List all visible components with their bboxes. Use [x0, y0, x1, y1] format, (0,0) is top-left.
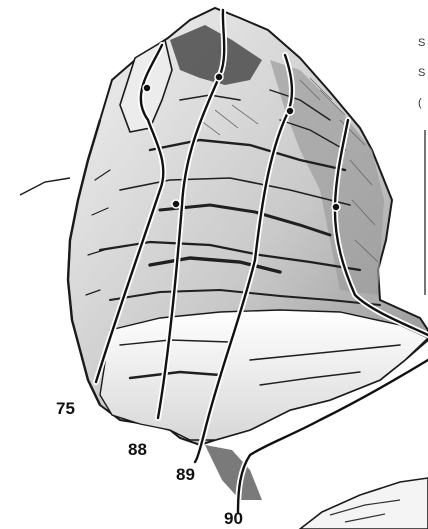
route-label-75: 75	[56, 399, 75, 418]
edge-text-1: S	[418, 37, 425, 49]
edge-text: S S (	[418, 37, 425, 109]
rock-face	[20, 8, 428, 529]
anchor-point	[215, 73, 223, 81]
route-label-89: 89	[176, 465, 195, 484]
route-label-90: 90	[224, 509, 243, 528]
anchor-point	[143, 84, 151, 92]
foreground-boulder	[300, 478, 428, 529]
route-label-88: 88	[128, 440, 147, 459]
edge-text-2: S	[418, 67, 425, 79]
anchor-point	[286, 107, 294, 115]
edge-text-3: (	[418, 97, 422, 109]
terrain-line	[20, 178, 70, 195]
anchor-point	[172, 200, 180, 208]
anchor-point	[332, 203, 340, 211]
